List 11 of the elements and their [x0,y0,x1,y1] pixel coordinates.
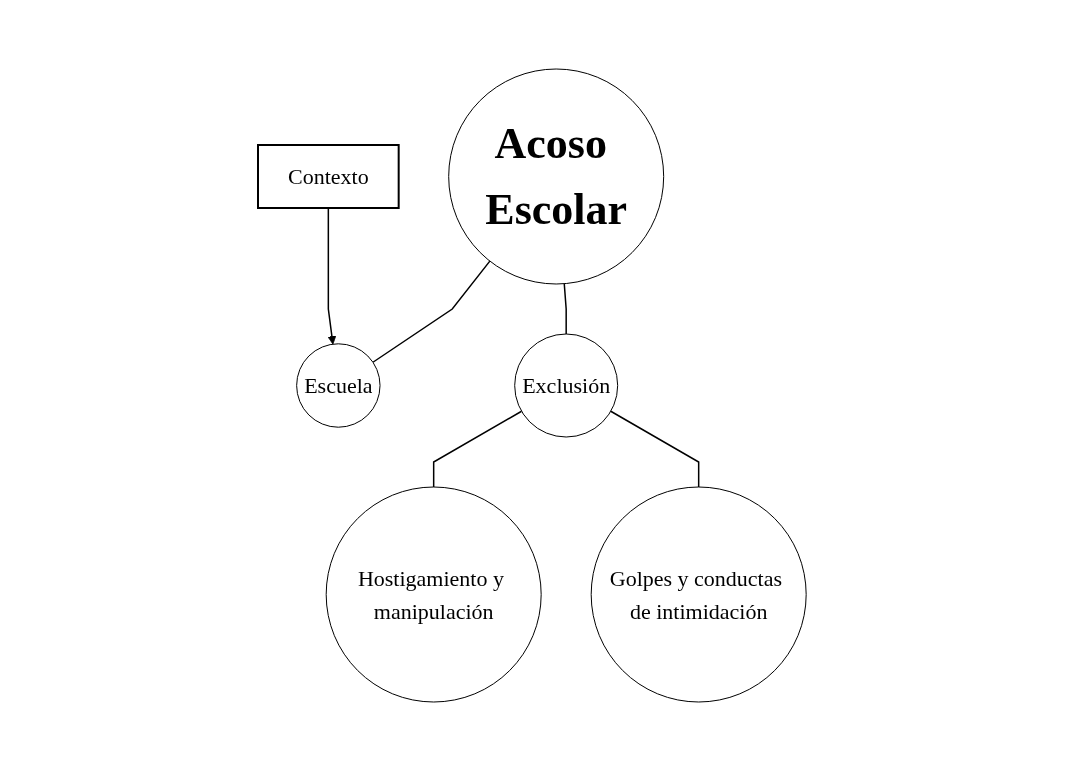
node-circle: Acoso Escolar [448,68,665,285]
node-circle: Golpes y conductas de intimidación [591,486,808,703]
connector [372,260,491,363]
connector [433,410,523,488]
node-circle: Hostigamiento y manipulación [326,486,543,703]
connector [610,410,700,488]
connector [563,282,568,335]
node-circle: Escuela [296,343,381,428]
arrow [327,207,337,345]
node-box: Contexto [257,144,401,209]
node-circle: Exclusión [514,333,619,438]
